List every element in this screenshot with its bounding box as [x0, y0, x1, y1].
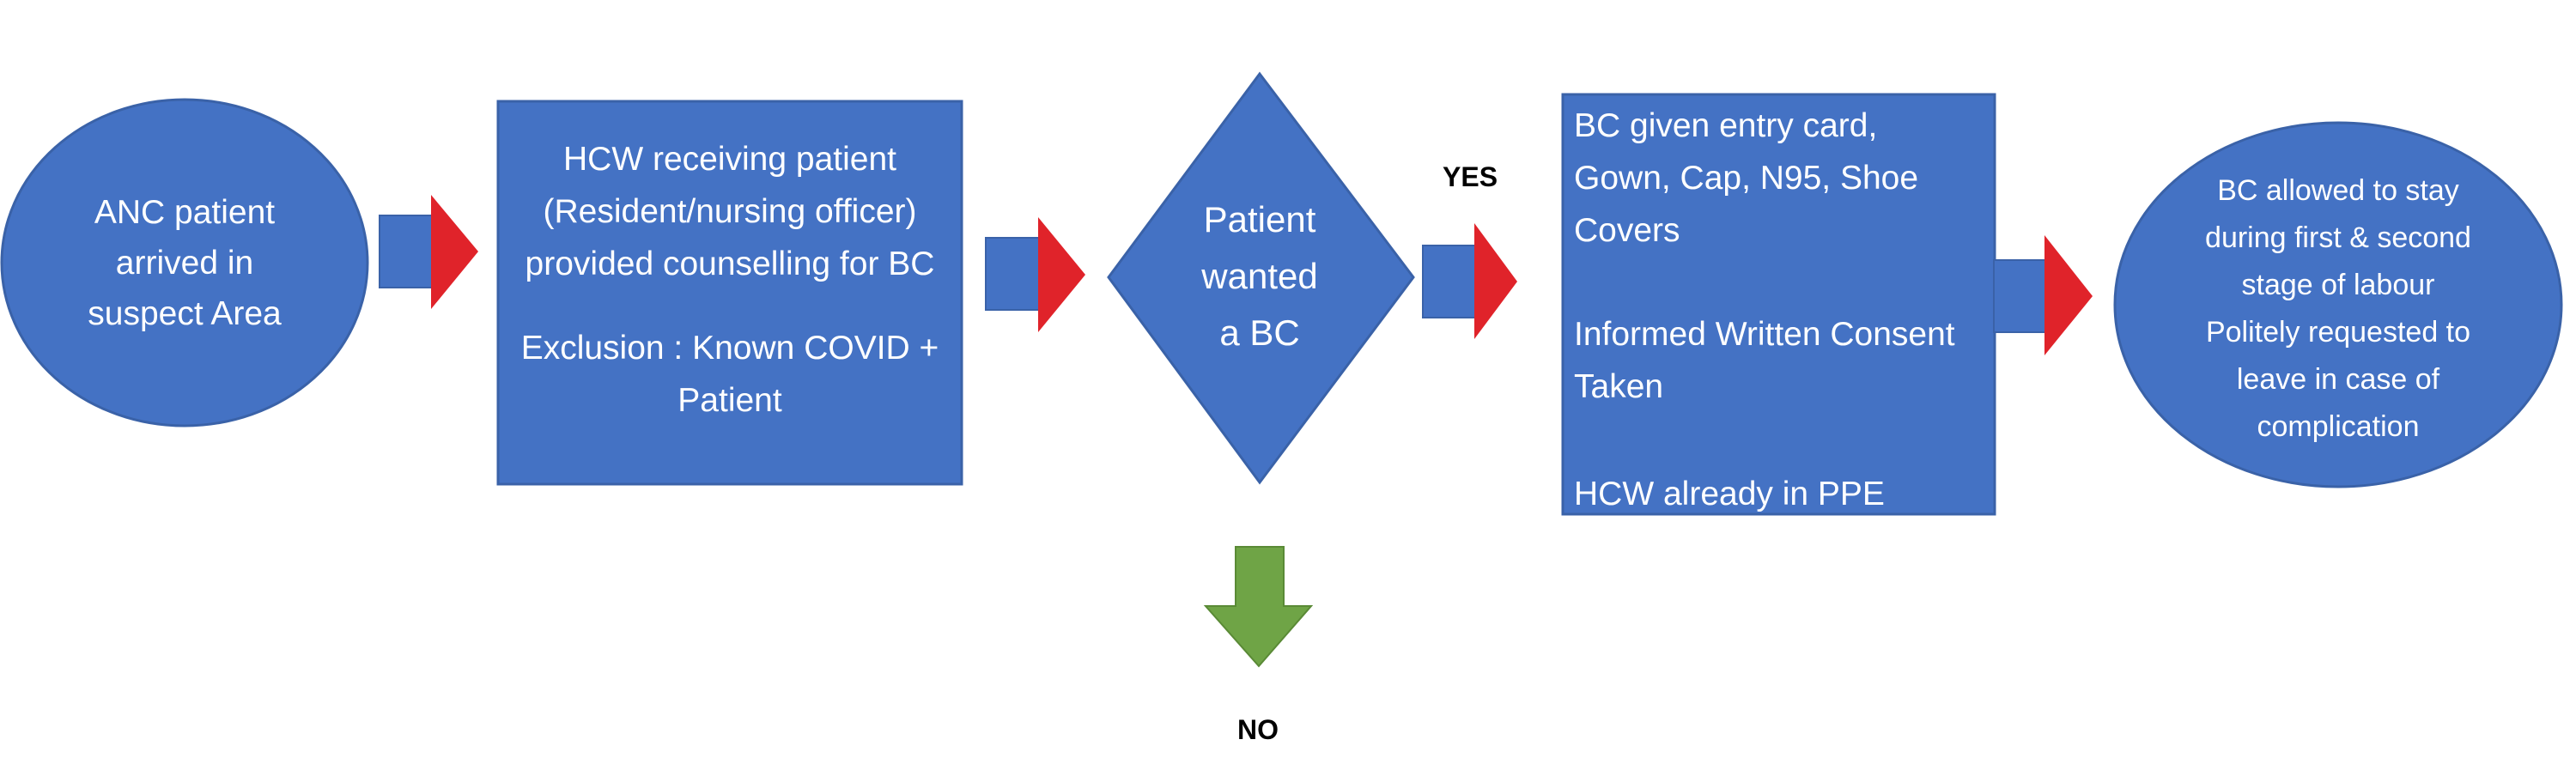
- outcome-line: Politely requested to: [2205, 316, 2471, 349]
- entry-node-text: BC given entry card, Gown, Cap, N95, Sho…: [1574, 94, 1986, 514]
- outcome-line: during first & second: [2205, 221, 2471, 254]
- arrow-right-icon: [379, 195, 478, 309]
- outcome-node-shape: [2113, 121, 2563, 488]
- exclusion-line: Patient: [677, 382, 782, 419]
- start-line: suspect Area: [88, 294, 282, 332]
- no-label: NO: [1237, 714, 1279, 745]
- counselling-line: (Resident/nursing officer): [543, 193, 917, 230]
- decision-node-text: Patient wanted a BC: [1151, 191, 1369, 362]
- outcome-node-text: BC allowed to stay during first & second…: [2149, 167, 2527, 451]
- decision-line: Patient: [1203, 199, 1316, 239]
- counselling-node-shape: [496, 100, 963, 486]
- ppe-line: HCW already in PPE: [1574, 476, 1885, 512]
- outcome-line: leave in case of: [2236, 363, 2440, 396]
- outcome-line: complication: [2257, 410, 2420, 443]
- arrow-right-icon: [1422, 223, 1517, 339]
- consent-line: Informed Written Consent: [1574, 316, 1955, 353]
- decision-node-shape: [1107, 71, 1415, 485]
- counselling-line: HCW receiving patient: [563, 141, 896, 178]
- entry-line: Gown, Cap, N95, Shoe: [1574, 160, 1919, 197]
- arrow-right-icon: [1993, 235, 2093, 355]
- outcome-line: stage of labour: [2241, 269, 2435, 301]
- counselling-node-text: HCW receiving patient (Resident/nursing …: [502, 133, 957, 427]
- start-node-text: ANC patient arrived in suspect Area: [34, 172, 335, 354]
- decision-line: wanted: [1201, 256, 1318, 296]
- entry-line: Covers: [1574, 212, 1680, 249]
- exclusion-line: Exclusion : Known COVID +: [520, 330, 939, 367]
- start-line: ANC patient: [94, 193, 276, 231]
- consent-line: Taken: [1574, 368, 1664, 405]
- entry-line: BC given entry card,: [1574, 107, 1878, 144]
- start-node-shape: [0, 98, 369, 427]
- arrow-down-icon: [1203, 546, 1314, 668]
- start-line: arrived in: [115, 244, 254, 282]
- decision-line: a BC: [1219, 312, 1300, 353]
- outcome-line: BC allowed to stay: [2217, 174, 2459, 207]
- arrow-right-icon: [985, 217, 1085, 332]
- counselling-line: provided counselling for BC: [525, 246, 935, 282]
- yes-label: YES: [1443, 161, 1498, 192]
